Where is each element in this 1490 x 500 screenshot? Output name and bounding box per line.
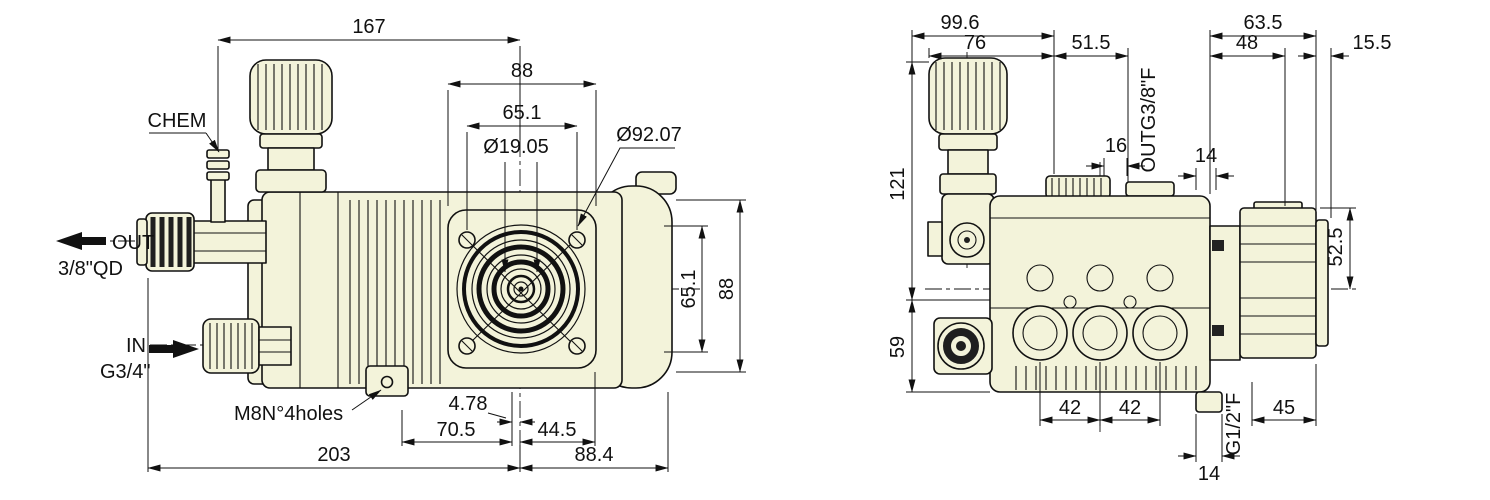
outlet-fitting [136, 212, 267, 272]
dimensions-end-view: 99.6 76 51.5 63.5 48 15.5 121 59 16 OUTG… [887, 12, 1391, 485]
dim-dia-19-05: Ø19.05 [483, 136, 549, 158]
foot-hole [380, 375, 394, 389]
holes-note: M8N°4holes [234, 403, 343, 425]
dim-pitch-42-b: 42 [1119, 397, 1141, 419]
dim-h-52-5: 52.5 [1325, 228, 1347, 267]
dim-len-88-4: 88.4 [575, 444, 614, 466]
side-view: 167 88 65.1 Ø19.05 Ø92.07 CHEM OUT 3/8"Q… [56, 16, 746, 472]
pressure-knob-end [928, 57, 1008, 195]
dim-w-14-bottom: 14 [1198, 463, 1220, 485]
hollow-shaft [1239, 207, 1317, 359]
body-edges [299, 192, 339, 388]
unloader-block [927, 193, 995, 265]
in-label: IN [126, 335, 146, 357]
shaft-assembly [1209, 201, 1329, 361]
dim-h-59: 59 [887, 336, 909, 358]
outlet-port-boss [1125, 181, 1175, 197]
in-spec: G3/4" [100, 361, 150, 383]
dim-height-65-1: 65.1 [678, 270, 700, 309]
inlet-end [933, 317, 993, 375]
dim-w-15-5: 15.5 [1353, 32, 1392, 54]
pump-cover-plate [447, 209, 597, 369]
unloader-port [964, 237, 970, 243]
outlet-port-label: OUTG3/8"F [1138, 68, 1160, 173]
dim-off-4-78: 4.78 [449, 393, 488, 415]
dim-width-65-1: 65.1 [503, 102, 542, 124]
dim-w-45: 45 [1273, 397, 1295, 419]
mounting-foot [365, 365, 409, 397]
pump-body-end [989, 175, 1223, 413]
dim-width-88: 88 [511, 60, 533, 82]
plate-bolts [458, 231, 586, 355]
bottom-fins [1015, 366, 1197, 390]
pressure-knob [249, 59, 333, 193]
dim-w-48: 48 [1236, 32, 1258, 54]
dimensions-side-view: 167 88 65.1 Ø19.05 Ø92.07 CHEM OUT 3/8"Q… [56, 16, 746, 472]
flange-bolt-top [1212, 240, 1224, 251]
dim-w-99-6: 99.6 [941, 12, 980, 34]
chem-injector-barb [206, 149, 230, 223]
dim-w-14-top: 14 [1195, 145, 1217, 167]
out-spec: 3/8"QD [58, 258, 123, 280]
bottom-port-boss [1195, 391, 1223, 413]
bottom-port-label: G1/2"F [1223, 393, 1245, 456]
dim-len-44-5: 44.5 [538, 419, 577, 441]
out-flow-arrow [56, 232, 106, 250]
dim-pitch-42-a: 42 [1059, 397, 1081, 419]
inlet-ring [943, 328, 979, 364]
bearing-cover-circles [456, 224, 586, 354]
valve-caps [1012, 305, 1188, 361]
knob-ribs [257, 64, 323, 130]
shaft-end-ring [1315, 219, 1329, 347]
dim-w-51-5: 51.5 [1072, 32, 1111, 54]
dim-len-70-5: 70.5 [437, 419, 476, 441]
inlet-ribs [209, 323, 253, 369]
in-flow-arrow [149, 340, 199, 358]
dim-dia-92-07: Ø92.07 [616, 124, 682, 146]
chem-label: CHEM [148, 110, 207, 132]
dim-w-63-5: 63.5 [1244, 12, 1283, 34]
dim-w-76: 76 [964, 32, 986, 54]
inlet-fitting [202, 318, 292, 374]
cooling-fins [349, 200, 441, 384]
end-view: 99.6 76 51.5 63.5 48 15.5 121 59 16 OUTG… [887, 12, 1391, 485]
dim-h-121: 121 [887, 167, 909, 200]
manifold-top [1045, 175, 1111, 199]
dim-w-16: 16 [1105, 135, 1127, 157]
coupler-ribs [150, 217, 192, 267]
dim-len-203: 203 [317, 444, 350, 466]
out-label: OUT [112, 232, 154, 254]
plate-diagonals [466, 239, 576, 347]
dim-length-167: 167 [352, 16, 385, 38]
knob-ribs-end [935, 62, 1001, 130]
dim-height-88: 88 [716, 278, 738, 300]
flange-bolt-bottom [1212, 325, 1224, 336]
